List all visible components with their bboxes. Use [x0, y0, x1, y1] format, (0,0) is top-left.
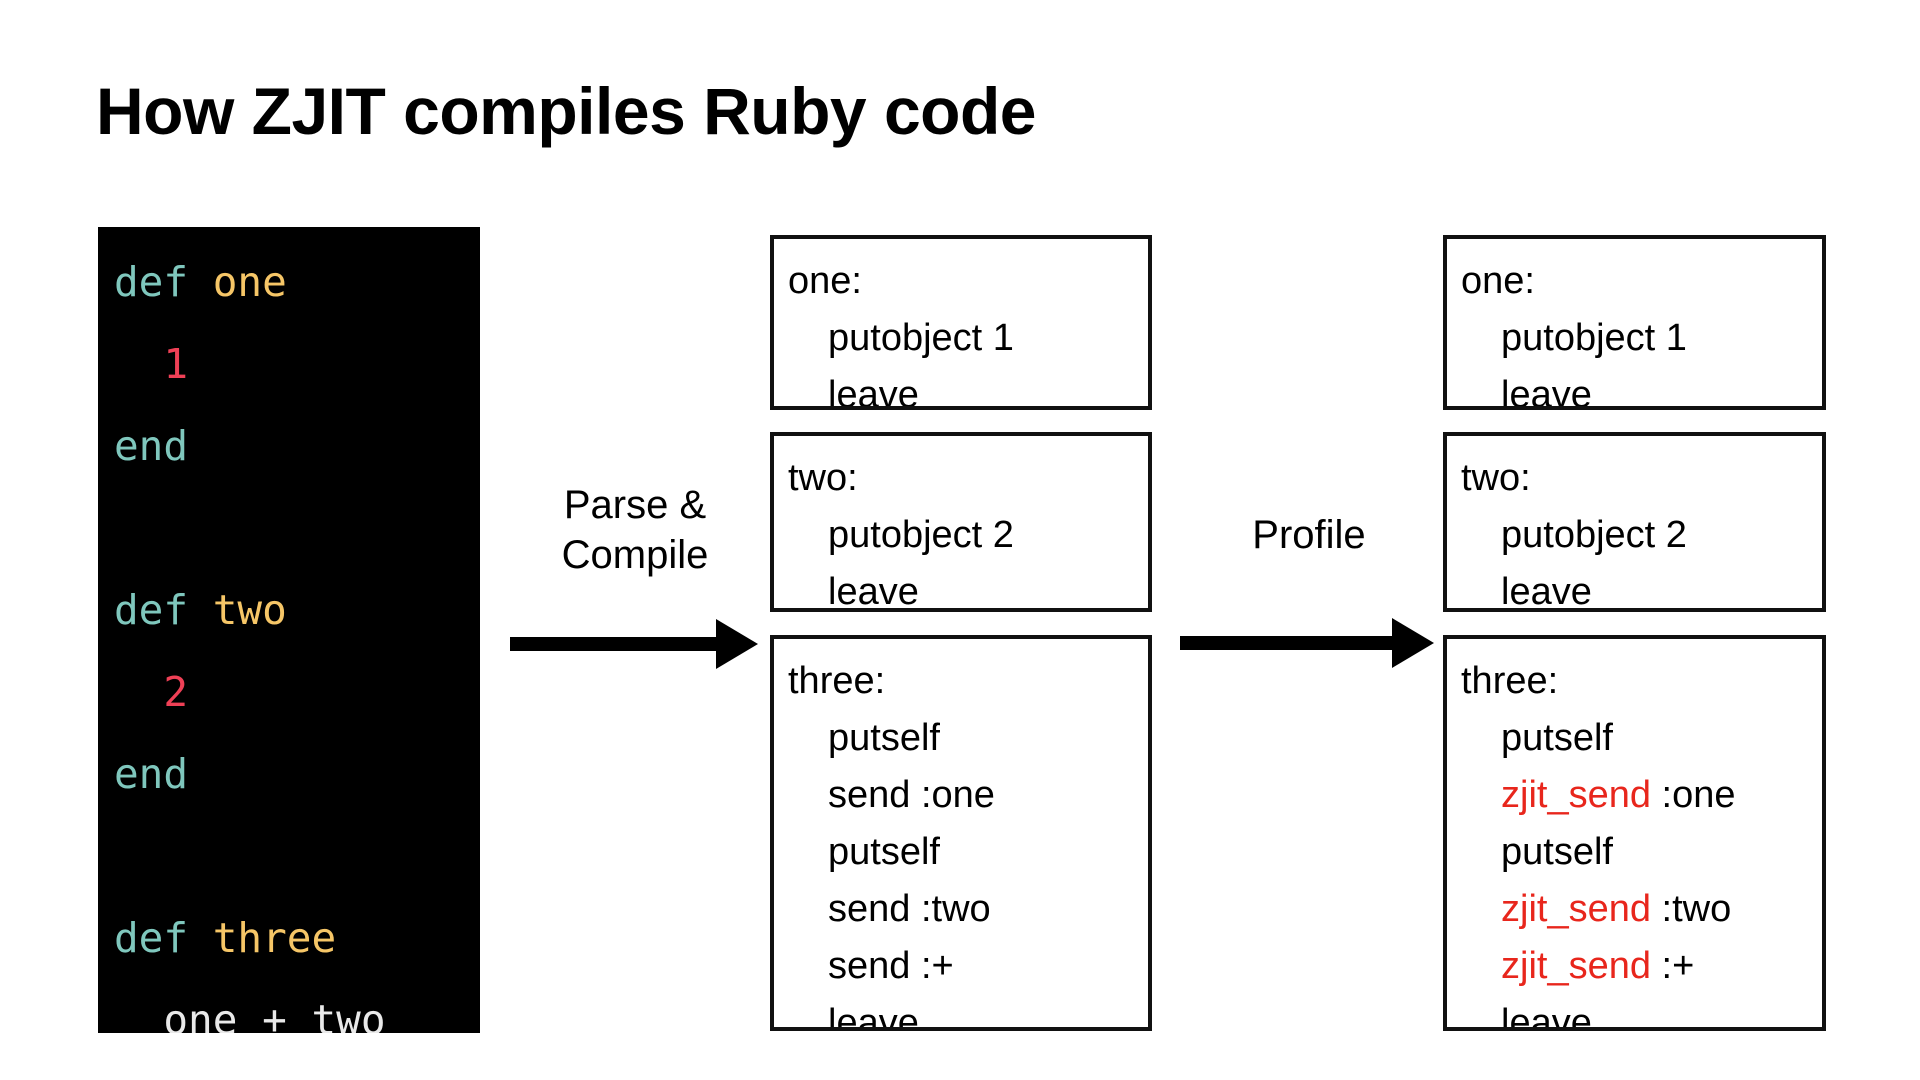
bytecode-instruction: putobject 2: [1461, 507, 1822, 564]
code-method-name: one: [212, 258, 287, 306]
bytecode-instruction: putself: [1461, 824, 1822, 881]
bytecode-box-profiled-three: three: putself zjit_send :one putself zjit_s…: [1443, 635, 1826, 1031]
bytecode-opcode: putobject 1: [828, 317, 1014, 359]
arrow-profile-label: Profile: [1180, 510, 1438, 560]
code-number: 2: [114, 668, 189, 716]
code-line: end: [98, 405, 480, 487]
bytecode-operand: :one: [1650, 774, 1736, 816]
bytecode-opcode: send: [828, 888, 911, 930]
code-keyword: end: [114, 750, 189, 798]
code-keyword: def: [114, 258, 213, 306]
ruby-source-code-panel: def one 1 end def two 2 end def three one …: [98, 227, 480, 1033]
bytecode-instruction: leave: [788, 995, 1148, 1031]
code-line: end: [98, 733, 480, 815]
code-line: 1: [98, 323, 480, 405]
bytecode-opcode-hot: zjit_send: [1501, 774, 1651, 816]
arrow-parse-compile: Parse & Compile: [510, 480, 760, 670]
bytecode-operand: :two: [1650, 888, 1732, 930]
bytecode-opcode: leave: [1501, 571, 1592, 612]
bytecode-box-compiled-one: one: putobject 1 leave: [770, 235, 1152, 410]
bytecode-opcode: send: [828, 945, 911, 987]
code-line: def one: [98, 241, 480, 323]
bytecode-operand: :one: [910, 774, 995, 816]
bytecode-box-label: three:: [788, 660, 886, 702]
bytecode-opcode: putself: [828, 831, 940, 873]
bytecode-instruction: zjit_send :+: [1461, 938, 1822, 995]
arrow-parse-compile-head: [716, 619, 758, 669]
arrow-parse-compile-shaft: [510, 637, 722, 651]
bytecode-instruction: leave: [1461, 995, 1822, 1031]
bytecode-box-label: two:: [1461, 457, 1531, 499]
bytecode-instruction: putobject 2: [788, 507, 1148, 564]
bytecode-instruction: leave: [788, 367, 1148, 410]
code-keyword: end: [114, 422, 189, 470]
code-method-name: two: [212, 586, 287, 634]
bytecode-box-profiled-two: two: putobject 2 leave: [1443, 432, 1826, 612]
bytecode-box-label: three:: [1461, 660, 1559, 702]
bytecode-opcode: leave: [1501, 1002, 1592, 1031]
bytecode-instruction: putobject 1: [1461, 310, 1822, 367]
code-keyword: def: [114, 914, 213, 962]
arrow-profile-label-line1: Profile: [1252, 513, 1366, 557]
arrow-profile-shaft: [1180, 636, 1398, 650]
code-line: [98, 815, 480, 897]
bytecode-instruction: zjit_send :one: [1461, 767, 1822, 824]
code-line: 2: [98, 651, 480, 733]
code-line: [98, 487, 480, 569]
bytecode-opcode: putself: [1501, 717, 1613, 759]
arrow-parse-compile-label-line2: Compile: [561, 533, 709, 577]
bytecode-instruction: putself: [788, 824, 1148, 881]
bytecode-opcode-hot: zjit_send: [1501, 945, 1651, 987]
bytecode-box-label: one:: [788, 260, 862, 302]
bytecode-box-profiled-one: one: putobject 1 leave: [1443, 235, 1826, 410]
bytecode-opcode: leave: [828, 374, 919, 410]
bytecode-operand: :+: [1650, 945, 1695, 987]
code-line: one + two: [98, 979, 480, 1033]
bytecode-instruction: putself: [1461, 710, 1822, 767]
bytecode-instruction: leave: [1461, 367, 1822, 410]
bytecode-operand: :+: [910, 945, 954, 987]
bytecode-instruction: putself: [788, 710, 1148, 767]
bytecode-instruction: leave: [1461, 564, 1822, 612]
arrow-parse-compile-label-line1: Parse &: [563, 483, 707, 527]
arrow-profile-head: [1392, 618, 1434, 668]
bytecode-box-compiled-two: two: putobject 2 leave: [770, 432, 1152, 612]
bytecode-opcode: putobject 2: [828, 514, 1014, 556]
code-method-name: three: [212, 914, 337, 962]
bytecode-instruction: send :one: [788, 767, 1148, 824]
arrow-parse-compile-label: Parse & Compile: [510, 480, 760, 580]
bytecode-opcode: send: [828, 774, 911, 816]
code-number: 1: [114, 340, 189, 388]
code-line: def three: [98, 897, 480, 979]
bytecode-instruction: putobject 1: [788, 310, 1148, 367]
code-expression: one + two: [114, 996, 386, 1033]
arrow-profile: Profile: [1180, 510, 1438, 670]
code-line: def two: [98, 569, 480, 651]
bytecode-instruction: send :two: [788, 881, 1148, 938]
bytecode-opcode: putself: [828, 717, 940, 759]
bytecode-box-label: two:: [788, 457, 858, 499]
code-keyword: def: [114, 586, 213, 634]
bytecode-opcode-hot: zjit_send: [1501, 888, 1651, 930]
bytecode-box-label: one:: [1461, 260, 1535, 302]
page-title: How ZJIT compiles Ruby code: [96, 74, 1037, 148]
bytecode-opcode: putself: [1501, 831, 1613, 873]
code-blank: [114, 832, 139, 880]
code-blank: [114, 504, 139, 552]
bytecode-instruction: zjit_send :two: [1461, 881, 1822, 938]
bytecode-operand: :two: [910, 888, 991, 930]
bytecode-opcode: putobject 2: [1501, 514, 1687, 556]
bytecode-opcode: putobject 1: [1501, 317, 1687, 359]
bytecode-opcode: leave: [1501, 374, 1592, 410]
bytecode-opcode: leave: [828, 571, 919, 612]
bytecode-instruction: send :+: [788, 938, 1148, 995]
bytecode-instruction: leave: [788, 564, 1148, 612]
bytecode-opcode: leave: [828, 1002, 919, 1031]
